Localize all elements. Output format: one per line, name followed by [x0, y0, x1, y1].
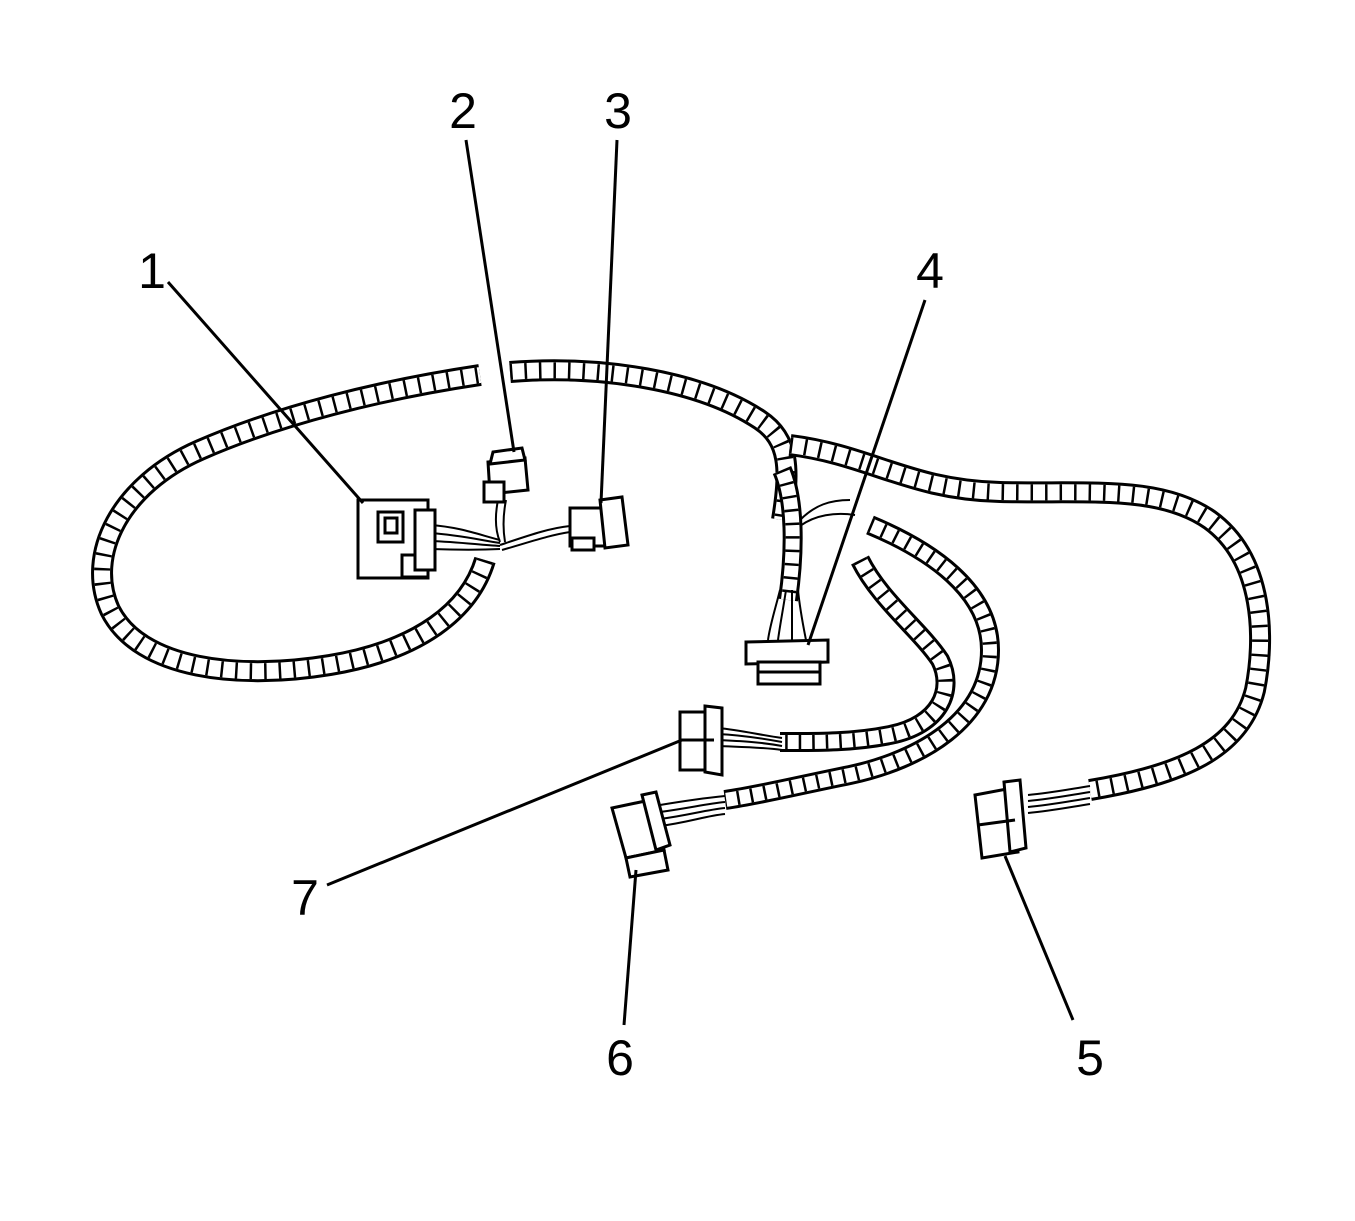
connectors	[356, 446, 1028, 879]
leader-line-1	[166, 281, 365, 504]
connector-7	[678, 704, 724, 777]
callout-3: 3	[604, 83, 632, 139]
connector-1	[356, 498, 437, 580]
leader-line-4	[806, 299, 927, 646]
connector-3	[568, 495, 630, 552]
harness-top-run	[509, 359, 798, 522]
leader-line-2	[464, 139, 516, 453]
harness-sleeves	[91, 359, 1272, 810]
harness-loop-left	[91, 364, 496, 683]
harness-branch-6	[723, 515, 1000, 810]
leader-line-5	[1003, 855, 1075, 1021]
connector-4	[744, 638, 830, 686]
loose-wires	[429, 499, 1091, 827]
callout-1: 1	[138, 243, 166, 299]
harness-branch-5	[788, 434, 1272, 801]
connector-6	[610, 790, 672, 879]
callout-5: 5	[1076, 1030, 1104, 1086]
leader-line-7	[326, 738, 683, 887]
harness-branch-7	[779, 555, 956, 753]
harness-branch-4	[772, 466, 803, 602]
leader-line-6	[622, 869, 638, 1026]
connector-2	[482, 446, 530, 504]
callout-7: 7	[291, 870, 319, 926]
callout-6: 6	[606, 1030, 634, 1086]
leader-line-3	[599, 139, 619, 504]
callout-2: 2	[449, 83, 477, 139]
callout-4: 4	[916, 243, 944, 299]
callout-labels: 1 2 3 4 5 6 7	[138, 83, 1104, 1086]
connector-5	[973, 778, 1028, 860]
leader-lines	[166, 139, 1075, 1026]
